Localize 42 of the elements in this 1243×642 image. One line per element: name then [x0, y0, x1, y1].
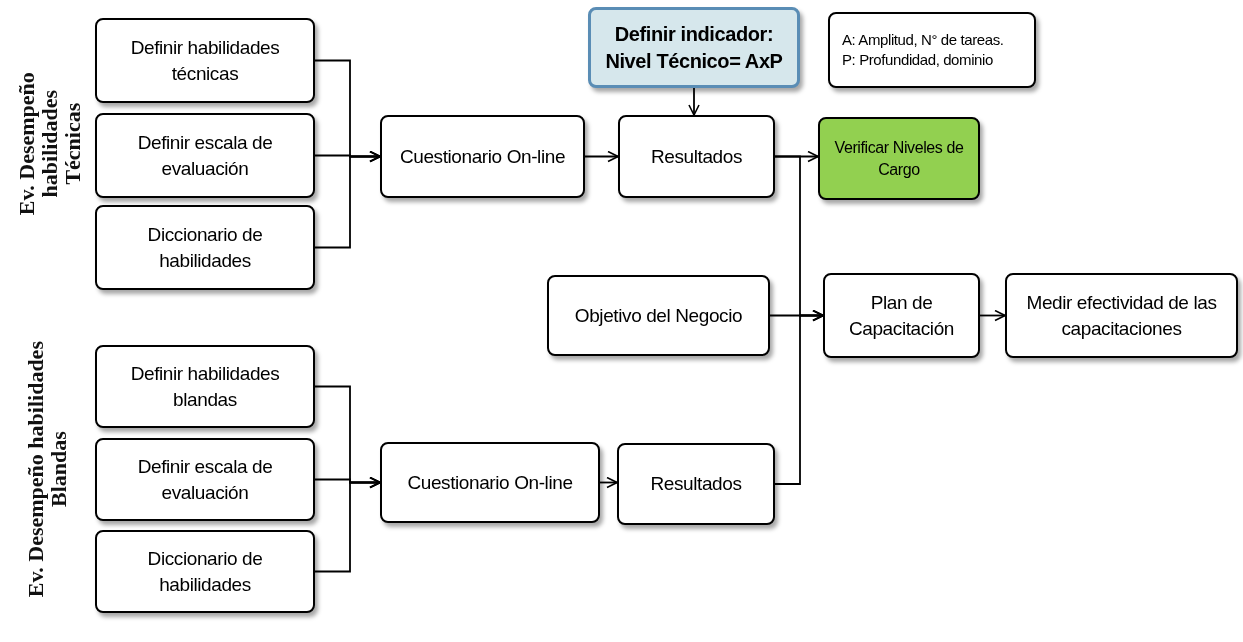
- arrow: [314, 150, 381, 249]
- section-label: Ev. Desempeño habilidades Técnicas: [14, 71, 85, 218]
- box-label: Resultados: [650, 472, 742, 497]
- process-box: [547, 275, 770, 356]
- process-box: [95, 113, 315, 198]
- arrow: [774, 309, 824, 485]
- arrow: [314, 476, 381, 573]
- process-box: [95, 530, 315, 613]
- process-box: [588, 7, 800, 88]
- box-label: Cuestionario On-line: [407, 470, 573, 495]
- note-box: [828, 12, 1036, 88]
- box-label: Diccionario de habilidades: [146, 222, 264, 273]
- box-label: Definir escala de evaluación: [136, 454, 274, 505]
- section-label: Ev. Desempeño habilidades Blandas: [23, 340, 71, 600]
- box-label: Medir efectividad de las capacitaciones: [1025, 290, 1218, 341]
- process-box: [95, 18, 315, 103]
- note-text: A: Amplitud, N° de tareas.: [842, 29, 1004, 50]
- box-label: Definir habilidades blandas: [129, 361, 281, 412]
- process-box: [95, 345, 315, 428]
- box-label: Definir habilidades técnicas: [129, 35, 281, 86]
- box-label: Resultados: [650, 144, 743, 169]
- process-box: [380, 115, 585, 198]
- box-label: Plan de Capacitación: [847, 290, 955, 341]
- process-box: [1005, 273, 1238, 358]
- process-box: [823, 273, 980, 358]
- arrow: [688, 87, 700, 116]
- box-label: Verificar Niveles de Cargo: [833, 137, 965, 180]
- box-label: Definir escala de evaluación: [136, 130, 274, 181]
- box-label: Cuestionario On-line: [399, 144, 566, 169]
- arrow: [599, 476, 618, 489]
- process-box: [618, 115, 775, 198]
- box-label: Definir indicador: Nivel Técnico= AxP: [604, 21, 784, 74]
- arrow: [979, 309, 1006, 322]
- process-box: [380, 442, 600, 523]
- box-label: Objetivo del Negocio: [574, 303, 743, 328]
- process-box: [95, 205, 315, 290]
- box-label: Diccionario de habilidades: [146, 546, 264, 597]
- note-text: P: Profundidad, dominio: [842, 50, 993, 70]
- arrow: [584, 150, 619, 163]
- process-box: [617, 443, 775, 525]
- process-box: [95, 438, 315, 521]
- process-box: [818, 117, 980, 200]
